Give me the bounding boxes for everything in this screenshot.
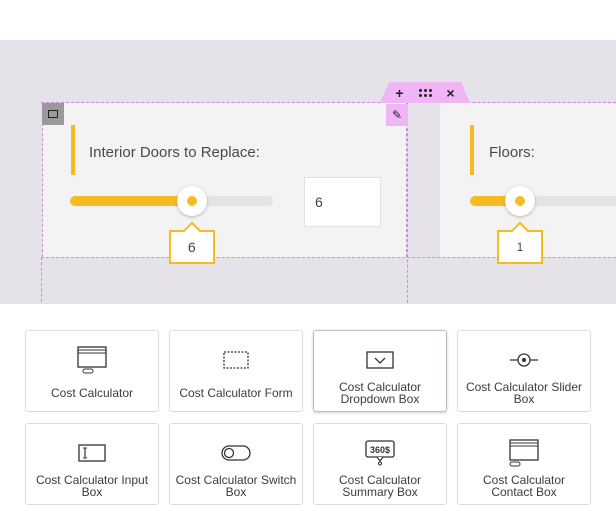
widget-label: Cost Calculator Slider Box (465, 380, 583, 406)
slider-handle[interactable] (505, 186, 535, 216)
slider-track[interactable] (470, 196, 616, 206)
slider-module-floors[interactable]: Floors: 1 (440, 103, 616, 264)
module-type-icon[interactable] (42, 103, 64, 125)
summary-360-icon: 360$ (360, 438, 400, 468)
row-left-outline (41, 257, 42, 303)
contact-window-icon (504, 438, 544, 468)
quantity-input-value: 6 (315, 194, 323, 210)
widget-label: Cost Calculator Form (179, 386, 293, 400)
drag-handle-icon[interactable] (418, 88, 432, 97)
accent-bar (71, 125, 75, 175)
widget-cost-calculator-switch[interactable]: Cost Calculator Switch Box (169, 423, 303, 505)
builder-canvas: Interior Doors to Replace: 6 6 Floors: 1… (0, 40, 616, 303)
widget-cost-calculator-input[interactable]: Cost Calculator Input Box (25, 423, 159, 505)
widget-cost-calculator-contact[interactable]: Cost Calculator Contact Box (457, 423, 591, 505)
widget-label: Cost Calculator Switch Box (175, 473, 297, 499)
widget-cost-calculator-summary[interactable]: 360$ Cost Calculator Summary Box (313, 423, 447, 505)
edit-icon[interactable]: ✎ (386, 104, 408, 126)
close-icon[interactable]: × (446, 84, 455, 101)
row-toolbar: + × (380, 82, 470, 103)
widget-label: Cost Calculator (50, 386, 134, 400)
widget-panel: Cost Calculator Cost Calculator Form Cos… (0, 303, 616, 530)
slider-value-bubble: 6 (168, 221, 215, 264)
switch-icon (216, 438, 256, 468)
widget-cost-calculator-slider[interactable]: Cost Calculator Slider Box (457, 330, 591, 412)
slider-value: 1 (516, 240, 524, 254)
field-label: Interior Doors to Replace: (89, 144, 260, 161)
row-bottom-outline (41, 257, 616, 258)
slider-value-bubble: 1 (497, 221, 543, 264)
slider-handle[interactable] (176, 186, 207, 216)
column-divider (407, 103, 408, 303)
slider-module-doors[interactable]: Interior Doors to Replace: 6 6 (42, 103, 407, 264)
slider-fill (470, 196, 520, 206)
quantity-input[interactable]: 6 (304, 177, 381, 227)
top-bar (0, 0, 616, 40)
add-icon[interactable]: + (395, 84, 404, 101)
widget-cost-calculator-form[interactable]: Cost Calculator Form (169, 330, 303, 412)
widget-label: Cost Calculator Dropdown Box (338, 380, 422, 406)
widget-label: Cost Calculator Summary Box (338, 473, 422, 499)
slider-fill (70, 196, 192, 206)
slider-value: 6 (187, 239, 196, 255)
accent-bar (470, 125, 474, 175)
slider-track[interactable] (70, 196, 273, 206)
field-label: Floors: (489, 144, 535, 161)
calculator-window-icon (72, 345, 112, 375)
summary-icon-text: 360$ (370, 445, 390, 455)
slider-icon (504, 345, 544, 375)
input-box-icon (72, 438, 112, 468)
row-outline (41, 102, 616, 103)
widget-cost-calculator-dropdown[interactable]: Cost Calculator Dropdown Box (313, 330, 447, 412)
widget-cost-calculator[interactable]: Cost Calculator (25, 330, 159, 412)
widget-label: Cost Calculator Contact Box (482, 473, 566, 499)
widget-label: Cost Calculator Input Box (35, 473, 149, 499)
form-frame-icon (216, 345, 256, 375)
dropdown-box-icon (360, 345, 400, 375)
